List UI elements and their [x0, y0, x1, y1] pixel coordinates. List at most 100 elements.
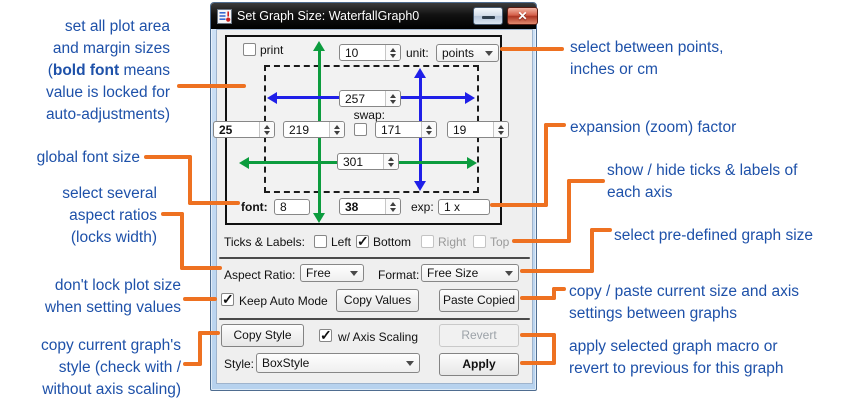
revert-button: Revert — [439, 324, 519, 347]
connector-line — [567, 179, 605, 183]
connector-line — [180, 266, 222, 270]
ticks-labels-label: Ticks & Labels: — [224, 235, 305, 249]
connector-line — [590, 228, 594, 273]
connector-line — [188, 201, 240, 205]
left-offset-spinner[interactable]: 219 — [283, 121, 345, 138]
ticks-top-label: Top — [490, 235, 510, 249]
spinner-arrows-icon[interactable] — [493, 122, 508, 137]
bottom-margin-spinner[interactable]: 38 — [339, 198, 401, 215]
spinner-arrows-icon[interactable] — [383, 154, 398, 169]
total-width-value: 301 — [343, 154, 364, 169]
right-offset-spinner[interactable]: 171 — [375, 121, 437, 138]
connector-line — [188, 155, 192, 205]
arrow-left-blue-icon — [267, 92, 277, 104]
annotation-expansion-factor: expansion (zoom) factor — [570, 119, 737, 136]
apply-button[interactable]: Apply — [439, 353, 519, 376]
connector-line — [552, 287, 566, 291]
format-value: Free Size — [427, 266, 479, 280]
print-checkbox[interactable] — [243, 43, 256, 56]
swap-checkbox[interactable] — [354, 123, 367, 136]
connector-line — [520, 361, 556, 365]
paste-copied-button[interactable]: Paste Copied — [439, 289, 519, 312]
annotation-copy-paste-settings: copy / paste current size and axis setti… — [569, 283, 800, 322]
font-label: font: — [241, 200, 268, 214]
connector-line — [490, 203, 548, 207]
format-label: Format: — [378, 268, 420, 282]
ticks-bottom-checkbox[interactable] — [356, 233, 369, 250]
top-margin-spinner[interactable]: 10 — [339, 44, 401, 61]
connector-line — [161, 212, 184, 216]
right-offset-value: 171 — [381, 122, 402, 137]
aspect-ratio-label: Aspect Ratio: — [224, 268, 296, 282]
annotation-copy-style: copy current graph's style (check with /… — [41, 337, 181, 398]
connector-line — [183, 362, 202, 366]
separator — [219, 257, 530, 259]
arrow-up-green-icon — [313, 41, 325, 51]
spinner-arrows-icon[interactable] — [385, 199, 400, 214]
annotation-aspect-ratios: select several aspect ratios (locks widt… — [62, 185, 157, 246]
ticks-left-checkbox[interactable] — [314, 235, 327, 248]
exp-label: exp: — [411, 200, 434, 214]
exp-input[interactable]: 1 x — [438, 199, 490, 215]
annotation-dont-lock-plot-size: don't lock plot size when setting values — [44, 277, 181, 316]
spinner-arrows-icon[interactable] — [385, 45, 400, 60]
top-margin-value: 10 — [345, 45, 359, 60]
left-margin-value: 25 — [219, 122, 233, 137]
connector-line — [180, 212, 184, 270]
dropdown-arrow-icon — [406, 360, 414, 366]
connector-line — [144, 155, 192, 159]
annotation-apply-revert: apply selected graph macro or revert to … — [569, 338, 784, 377]
arrow-up-blue-icon — [414, 68, 426, 78]
spinner-arrows-icon[interactable] — [259, 122, 274, 137]
arrow-down-green-icon — [313, 213, 325, 223]
connector-line — [500, 47, 564, 51]
arrow-right-green-icon — [467, 157, 477, 169]
copy-values-button[interactable]: Copy Values — [336, 289, 419, 312]
total-width-spinner[interactable]: 301 — [337, 153, 399, 170]
annotation-global-font-size: global font size — [36, 149, 140, 166]
spinner-arrows-icon[interactable] — [329, 122, 344, 137]
left-offset-value: 219 — [289, 122, 310, 137]
unit-dropdown[interactable]: points — [436, 44, 499, 62]
ticks-left-label: Left — [331, 235, 352, 249]
minimize-button[interactable] — [473, 7, 503, 25]
dropdown-arrow-icon — [505, 270, 513, 276]
graph-size-icon — [217, 8, 232, 24]
connector-line — [520, 333, 556, 337]
axis-scaling-label: w/ Axis Scaling — [338, 330, 419, 344]
connector-line — [590, 228, 612, 232]
spinner-arrows-icon[interactable] — [421, 122, 436, 137]
annotation-set-plot-area: set all plot area and margin sizes (bold… — [45, 18, 170, 123]
spinner-arrows-icon[interactable] — [385, 91, 400, 106]
connector-line — [520, 269, 594, 273]
ticks-right-label: Right — [438, 235, 467, 249]
close-button[interactable]: ✕ — [507, 7, 538, 25]
right-margin-spinner[interactable]: 19 — [447, 121, 509, 138]
connector-line — [512, 239, 571, 243]
aspect-ratio-dropdown[interactable]: Free — [300, 264, 364, 282]
dialog-client-area: print 10 unit: points 257 swap: 25 — [213, 29, 533, 384]
axis-scaling-checkbox[interactable] — [319, 327, 332, 344]
plot-width-spinner[interactable]: 257 — [339, 90, 401, 107]
annotation-predefined-size: select pre-defined graph size — [614, 227, 814, 244]
exp-value: 1 x — [444, 200, 461, 214]
connector-line — [552, 287, 556, 300]
plot-width-value: 257 — [345, 91, 366, 106]
connector-line — [198, 331, 202, 366]
bottom-margin-value: 38 — [345, 199, 359, 214]
font-size-input[interactable]: 8 — [274, 199, 310, 215]
aspect-ratio-value: Free — [306, 266, 331, 280]
keep-auto-mode-checkbox[interactable] — [221, 291, 234, 308]
format-dropdown[interactable]: Free Size — [421, 264, 519, 282]
ticks-right-checkbox — [421, 235, 434, 248]
font-size-value: 8 — [280, 200, 287, 214]
dropdown-arrow-icon — [350, 270, 358, 276]
connector-line — [567, 179, 571, 243]
connector-line — [520, 296, 556, 300]
connector-line — [544, 123, 548, 207]
style-dropdown[interactable]: BoxStyle — [256, 353, 420, 373]
arrow-right-blue-icon — [465, 92, 475, 104]
left-margin-spinner[interactable]: 25 — [213, 121, 275, 138]
copy-style-button[interactable]: Copy Style — [221, 324, 304, 347]
